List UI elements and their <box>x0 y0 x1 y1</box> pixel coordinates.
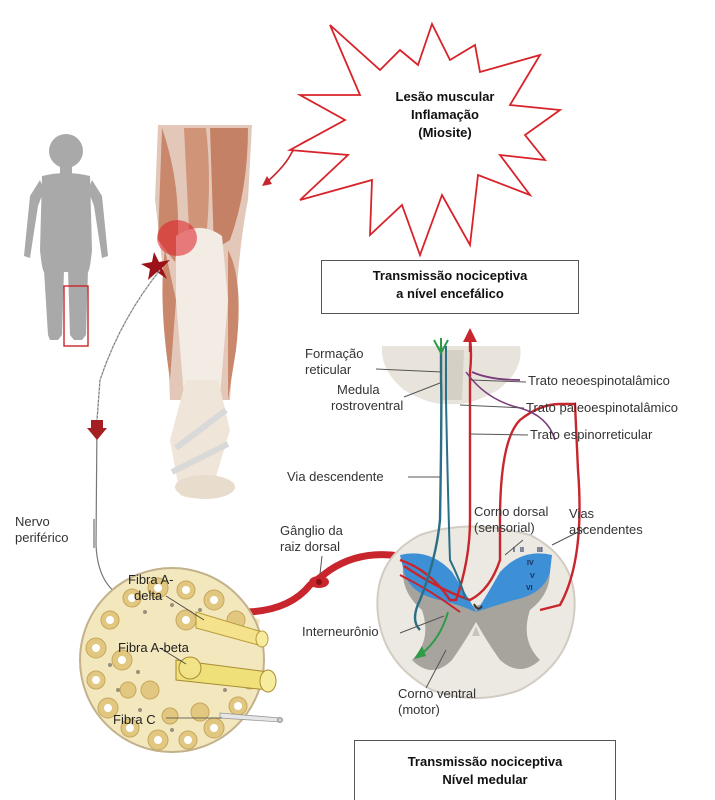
lamina-5: V <box>530 573 535 580</box>
spinal-cord <box>377 527 574 699</box>
label-vias-ascendentes: Vias ascendentes <box>569 506 643 538</box>
human-silhouette <box>24 134 108 340</box>
injury-line-3: (Miosite) <box>380 124 510 142</box>
lamina-6: VI <box>526 585 533 592</box>
label-via-descendente: Via descendente <box>287 469 384 485</box>
spinal-box-line-1: Transmissão nociceptiva <box>355 753 615 771</box>
injury-callout-text: Lesão muscular Inflamação (Miosite) <box>380 88 510 142</box>
lamina-3: III <box>537 547 543 554</box>
label-formacao-reticular: Formação reticular <box>305 346 364 378</box>
label-trato-espinorreticular: Trato espinorreticular <box>530 427 652 443</box>
nerve-cross-section <box>80 568 282 752</box>
label-fibra-c: Fibra C <box>113 712 156 728</box>
label-trato-paleoespinotalamico: Trato paleoespinotalâmico <box>526 400 678 416</box>
label-interneuronio: Interneurônio <box>302 624 379 640</box>
spinal-transmission-box: Transmissão nociceptiva Nível medular <box>354 740 616 800</box>
callout-arrow-head-icon <box>262 176 272 186</box>
label-fibra-a-beta: Fibra A-beta <box>118 640 189 656</box>
leg-muscles <box>155 125 252 499</box>
label-fibra-a-delta: Fibra A- delta <box>128 572 174 604</box>
lamina-4: IV <box>527 560 534 567</box>
lamina-1: I <box>513 547 515 554</box>
label-ganglio-raiz-dorsal: Gânglio da raiz dorsal <box>280 523 343 555</box>
label-corno-ventral: Corno ventral (motor) <box>398 686 476 718</box>
peripheral-nerve-line <box>96 270 160 600</box>
injury-line-2: Inflamação <box>380 106 510 124</box>
ascending-arrow-icon <box>463 328 477 342</box>
spinal-box-line-2: Nível medular <box>355 771 615 789</box>
inflammation-glow <box>157 220 197 256</box>
brain-transmission-box: Transmissão nociceptiva a nível encefáli… <box>321 260 579 314</box>
lamina-2: II <box>520 547 524 554</box>
label-medula-rostroventral: Medula rostroventral <box>331 382 403 414</box>
label-trato-neoespinotalamico: Trato neoespinotalâmico <box>528 373 670 389</box>
nerve-arrow-down-icon <box>87 420 107 440</box>
brain-box-line-1: Transmissão nociceptiva <box>322 267 578 285</box>
label-nervo-periferico: Nervo periférico <box>15 514 68 546</box>
injury-line-1: Lesão muscular <box>380 88 510 106</box>
label-corno-dorsal: Corno dorsal (sensorial) <box>474 504 548 536</box>
brain-box-line-2: a nível encefálico <box>322 285 578 303</box>
